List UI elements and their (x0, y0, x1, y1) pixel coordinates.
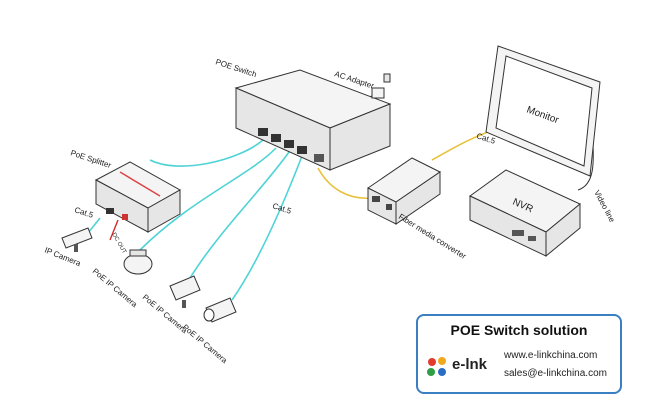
poe-cable-dome-camera (139, 147, 277, 251)
email-link[interactable]: sales@e-linkchina.com (504, 368, 607, 379)
ip-camera (61, 227, 93, 252)
cat5-mid-label: Cat.5 (271, 201, 292, 216)
switch-ports (258, 128, 324, 162)
brand-name: e-lnk (452, 356, 488, 373)
fiber-media-converter-label: Fiber media converter (397, 212, 468, 261)
e-link-logo-icon (427, 357, 446, 376)
monitor (485, 45, 601, 177)
solution-title: POE Switch solution (450, 322, 588, 338)
poe-splitter-label: PoE Splitter (69, 148, 112, 170)
poe-bullet-camera (203, 297, 237, 323)
poe-splitter (94, 161, 182, 233)
poe-cable-box-camera (189, 151, 290, 279)
fiber-media-converter (367, 157, 441, 225)
poe-ip-camera-label-3: PoE IP Camera (181, 323, 230, 366)
dc-out-cable (109, 219, 119, 241)
website-link[interactable]: www.e-linkchina.com (504, 350, 598, 361)
ac-adapter (371, 73, 391, 99)
poe-cable-bullet-camera (231, 155, 303, 301)
poe-switch (234, 69, 392, 171)
nvr (469, 169, 581, 258)
fiber-cable-switch-converter (317, 167, 373, 200)
solution-info-box: POE Switch solution e-lnk www.e-linkchin… (416, 314, 622, 394)
poe-dome-camera (123, 249, 153, 275)
cables (81, 95, 594, 301)
poe-box-camera (169, 275, 201, 308)
poe-switch-label: POE Switch (214, 57, 257, 79)
video-line-label: Video line (592, 189, 617, 225)
dc-out-label: DC OUT (110, 232, 127, 255)
cat5-left-label: Cat.5 (73, 205, 94, 220)
poe-cable-splitter (149, 139, 264, 167)
